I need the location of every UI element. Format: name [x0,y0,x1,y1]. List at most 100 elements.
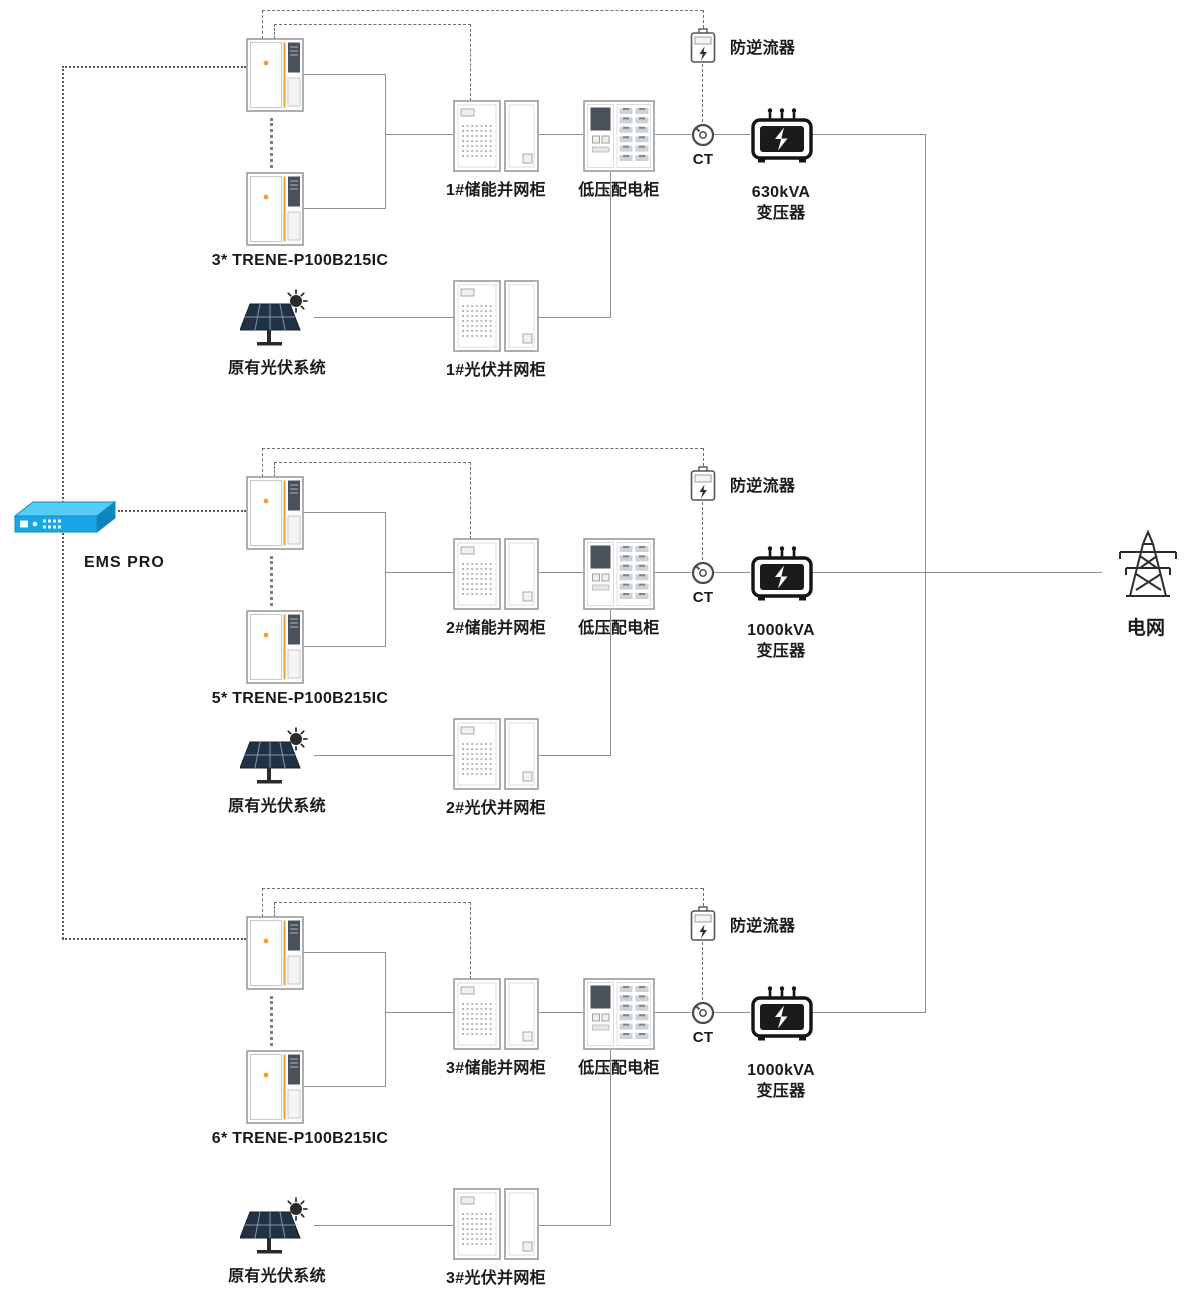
comm-wire [470,24,471,101]
battery-cabinet-icon [246,476,304,550]
solar-panel-sun-icon [240,288,314,352]
power-wire [655,134,691,135]
power-wire [304,646,385,647]
transformer-capacity: 1000kVA [747,1062,815,1079]
subsystem-3: 6* TRENE-P100B215IC 原有光伏系统 3#储能并网柜 低压配电柜… [0,888,1200,1311]
pv-grid-cabinet-label: 2#光伏并网柜 [446,800,546,817]
power-wire [539,134,583,135]
comm-wire [262,448,703,449]
ct-label: CT [692,151,714,168]
ellipsis-dots [270,556,273,606]
solar-panel-sun-icon [240,726,314,790]
power-wire [304,512,385,513]
current-transformer-icon [690,122,716,148]
transformer-type: 变压器 [756,643,806,661]
pv-power-wire [314,1225,453,1226]
lv-distribution-cabinet-icon [583,538,655,610]
ems-label: EMS PRO [84,554,165,571]
ems-comm-wire-2 [118,510,246,512]
comm-wire [262,448,263,477]
current-transformer-icon [690,560,716,586]
power-wire [385,134,453,135]
grid-bus-wire [925,134,926,1012]
ct-signal-wire [702,64,703,122]
battery-count-label: 5* TRENE-P100B215IC [211,690,389,707]
subsystem-2: 5* TRENE-P100B215IC 原有光伏系统 2#储能并网柜 低压配电柜… [0,448,1200,888]
storage-grid-cabinet-icon [453,538,539,610]
power-wire [304,952,385,953]
transformer-label: 1000kVA 变压器 [726,620,836,662]
pv-grid-cabinet-label: 3#光伏并网柜 [446,1270,546,1287]
solar-panel-sun-icon [240,1196,314,1260]
pv-power-wire [314,317,453,318]
storage-grid-cabinet-label: 1#储能并网柜 [446,182,546,199]
pv-power-wire [539,1225,610,1226]
pv-power-wire [610,1050,611,1226]
power-wire [812,134,926,135]
battery-cabinet-icon [246,1050,304,1124]
storage-grid-cabinet-label: 3#储能并网柜 [446,1060,546,1077]
anti-backflow-label: 防逆流器 [730,40,796,57]
storage-grid-cabinet-icon [453,100,539,172]
pv-grid-cabinet-label: 1#光伏并网柜 [446,362,546,379]
anti-backflow-label: 防逆流器 [730,478,796,495]
ct-signal-wire [702,942,703,1000]
pv-grid-cabinet-icon [453,280,539,352]
lv-distribution-cabinet-icon [583,100,655,172]
anti-backflow-label: 防逆流器 [730,918,796,935]
transformer-icon [750,106,814,166]
power-wire [385,74,386,209]
pv-system-label: 原有光伏系统 [228,798,326,815]
power-wire [539,1012,583,1013]
ct-label: CT [692,589,714,606]
storage-grid-cabinet-label: 2#储能并网柜 [446,620,546,637]
grid-label: 电网 [1126,618,1166,639]
battery-cabinet-icon [246,172,304,246]
pv-power-wire [539,755,610,756]
power-wire [714,1012,750,1013]
power-wire [385,1012,453,1013]
comm-wire [470,902,471,979]
transformer-type: 变压器 [756,1083,806,1101]
comm-wire [274,902,275,917]
transformer-icon [750,544,814,604]
battery-count-label: 6* TRENE-P100B215IC [211,1130,389,1147]
pv-power-wire [610,172,611,318]
battery-cabinet-icon [246,38,304,112]
ems-comm-wire-1 [62,66,246,68]
battery-count-label: 3* TRENE-P100B215IC [211,252,389,269]
ct-signal-wire [702,502,703,560]
grid-feed-wire [925,572,1102,573]
power-wire [714,134,750,135]
transformer-capacity: 1000kVA [747,622,815,639]
comm-wire [274,24,275,39]
power-wire [812,1012,926,1013]
power-wire [304,74,385,75]
pv-power-wire [314,755,453,756]
power-wire [385,572,453,573]
pv-power-wire [539,317,610,318]
power-wire [714,572,750,573]
anti-backflow-meter-icon [690,466,716,502]
power-wire [304,1086,385,1087]
comm-wire [274,462,471,463]
comm-wire [262,10,263,39]
power-wire [539,572,583,573]
transformer-type: 变压器 [756,205,806,223]
comm-wire [262,888,703,889]
comm-wire [703,10,704,28]
power-wire [304,208,385,209]
comm-wire [703,448,704,466]
comm-wire [274,902,471,903]
ems-comm-wire-3 [62,938,246,940]
power-wire [812,572,926,573]
transformer-label: 1000kVA 变压器 [726,1060,836,1102]
power-wire [655,1012,691,1013]
lv-distribution-cabinet-label: 低压配电柜 [578,1060,660,1077]
pv-power-wire [610,610,611,756]
battery-cabinet-icon [246,916,304,990]
lv-distribution-cabinet-label: 低压配电柜 [578,182,660,199]
comm-wire [274,24,471,25]
transformer-label: 630kVA 变压器 [726,182,836,224]
